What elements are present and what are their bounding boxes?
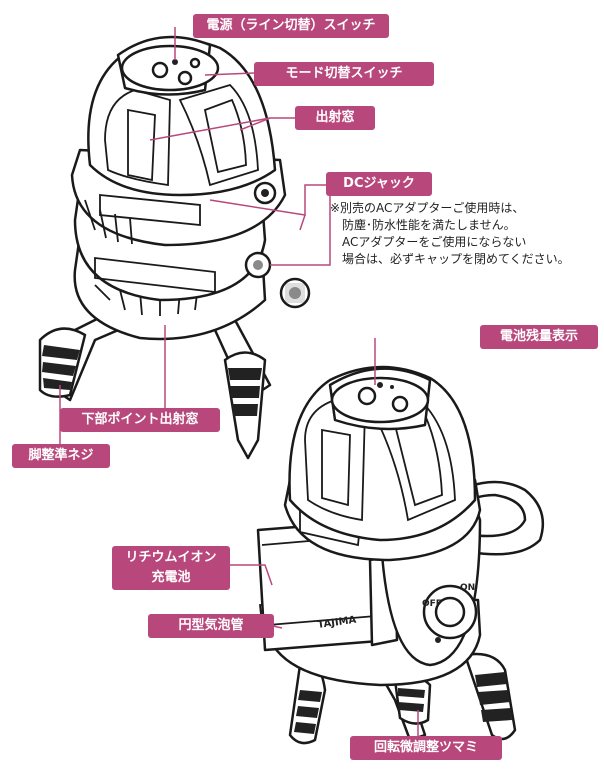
note-line-2: 防塵･防水性能を満たしません。 <box>342 218 516 232</box>
band-window <box>99 194 201 226</box>
callout-mode-switch: モード切替スイッチ <box>254 62 434 86</box>
note-line-1: ※別売のACアダプターご使用時は、 <box>330 201 525 215</box>
callout-lithium-battery: リチウムイオン 充電池 <box>112 546 230 590</box>
callout-bubble-level: 円型気泡管 <box>148 614 274 638</box>
callout-fine-adjust-knob: 回転微調整ツマミ <box>350 736 502 760</box>
front-window <box>127 108 156 182</box>
leader-lines <box>59 27 419 736</box>
laser-level-rear-view: TAJIMA OFF ON <box>256 365 545 745</box>
callout-dc-jack: DCジャック <box>326 172 432 196</box>
bottom-front-window-frame <box>304 399 366 522</box>
battery-label-line-1: リチウムイオン <box>125 550 217 565</box>
right-leg-knurl <box>228 368 262 416</box>
callout-emission-window: 出射窓 <box>295 106 375 130</box>
callout-battery-indicator: 電池残量表示 <box>480 325 598 349</box>
on-label: ON <box>460 583 475 593</box>
bottom-power-button <box>357 386 377 406</box>
laser-level-front-view <box>38 35 311 460</box>
callout-leg-screw: 脚整準ネジ <box>12 444 110 468</box>
lower-window <box>94 256 216 294</box>
side-window-frame <box>178 83 259 187</box>
mode-button <box>177 70 193 86</box>
bottom-left-knurl <box>294 690 322 734</box>
ac-adapter-note: ※別売のACアダプターご使用時は、 防塵･防水性能を満たしません。 ACアダプタ… <box>330 200 602 268</box>
battery-led <box>377 382 383 388</box>
fine-knob-knurl <box>398 688 425 712</box>
note-line-3: ACアダプターをご使用にならない <box>342 235 527 249</box>
battery-label-line-2: 充電池 <box>151 570 191 585</box>
bottom-side-window-frame <box>370 399 456 522</box>
callout-power-switch: 電源（ライン切替）スイッチ <box>193 14 389 38</box>
base-ribs <box>94 284 199 316</box>
front-window-frame <box>104 89 171 187</box>
brand-label: TAJIMA <box>317 615 357 631</box>
off-label: OFF <box>422 599 442 609</box>
note-line-4: 場合は、必ずキャップを閉めてください。 <box>342 252 570 266</box>
power-button <box>151 61 169 79</box>
bottom-right-knurl <box>475 672 512 722</box>
band-ribs <box>84 199 133 245</box>
left-leg-knurl <box>42 345 80 390</box>
bottom-mode-button <box>391 395 409 413</box>
callout-bottom-window: 下部ポイント出射窓 <box>60 408 220 432</box>
bottom-front-window <box>321 428 351 507</box>
side-window <box>203 98 247 174</box>
